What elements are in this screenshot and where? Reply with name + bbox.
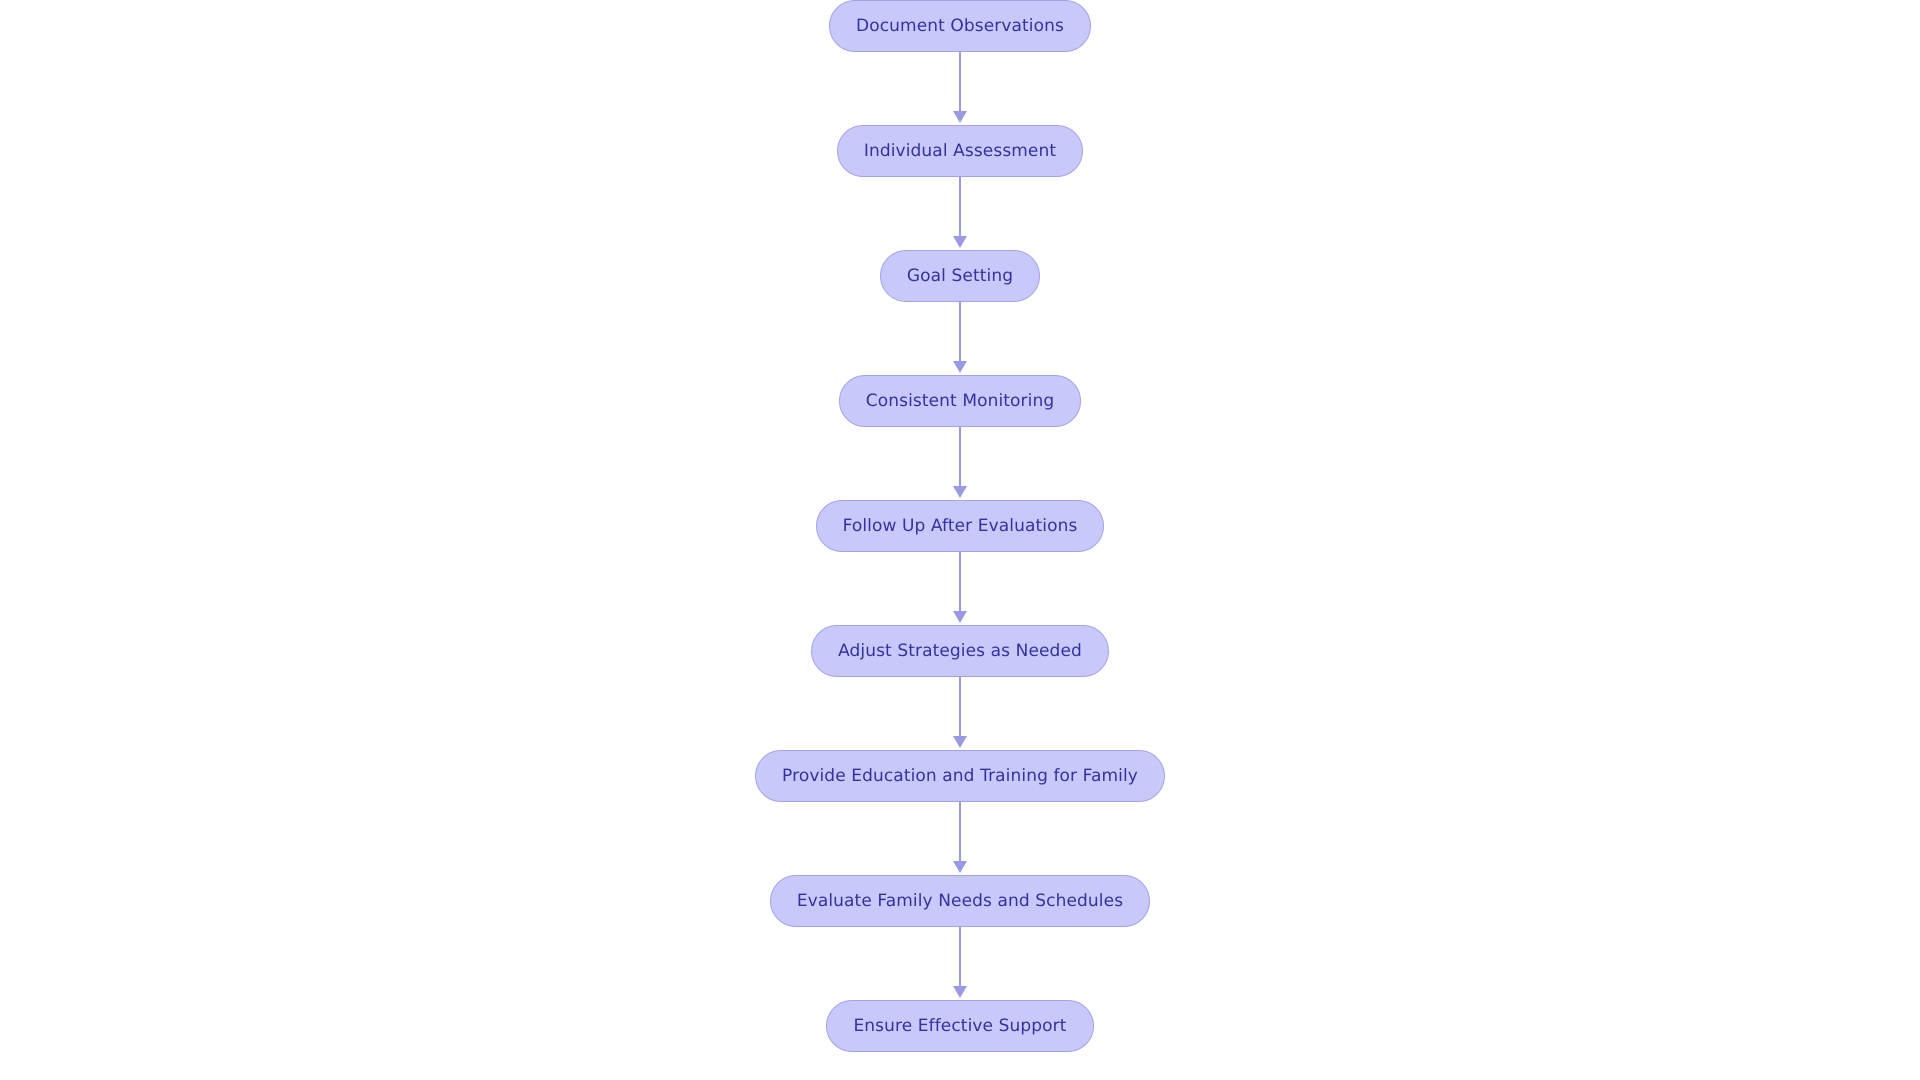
edge-line — [959, 52, 961, 113]
node-label: Follow Up After Evaluations — [842, 515, 1078, 536]
node-adjust-strategies-as-needed[interactable]: Adjust Strategies as Needed — [811, 625, 1109, 677]
flow-step-4: Consistent Monitoring — [838, 375, 1082, 427]
arrow-head-icon — [953, 736, 967, 748]
edge-line — [959, 552, 961, 613]
node-label: Consistent Monitoring — [865, 390, 1055, 411]
edge-follow-up-after-evaluations-to-adjust-strategies-as-needed — [950, 552, 970, 625]
arrow-head-icon — [953, 611, 967, 623]
flow-step-2: Individual Assessment — [836, 125, 1084, 177]
edge-line — [959, 427, 961, 488]
flow-step-7: Provide Education and Training for Famil… — [755, 750, 1165, 802]
node-label: Adjust Strategies as Needed — [838, 640, 1082, 661]
edge-line — [959, 302, 961, 363]
flow-step-8: Evaluate Family Needs and Schedules — [769, 875, 1151, 927]
node-label: Evaluate Family Needs and Schedules — [796, 890, 1124, 911]
node-label: Individual Assessment — [863, 140, 1057, 161]
edge-individual-assessment-to-goal-setting — [950, 177, 970, 250]
edge-evaluate-family-needs-and-schedules-to-ensure-effective-support — [950, 927, 970, 1000]
node-individual-assessment[interactable]: Individual Assessment — [836, 125, 1084, 177]
node-evaluate-family-needs-and-schedules[interactable]: Evaluate Family Needs and Schedules — [769, 875, 1151, 927]
flow-step-6: Adjust Strategies as Needed — [811, 625, 1109, 677]
node-follow-up-after-evaluations[interactable]: Follow Up After Evaluations — [815, 500, 1105, 552]
edge-document-observations-to-individual-assessment — [950, 52, 970, 125]
edge-line — [959, 677, 961, 738]
node-consistent-monitoring[interactable]: Consistent Monitoring — [838, 375, 1082, 427]
edge-provide-education-and-training-for-family-to-evaluate-family-needs-and-schedules — [950, 802, 970, 875]
edge-consistent-monitoring-to-follow-up-after-evaluations — [950, 427, 970, 500]
arrow-head-icon — [953, 486, 967, 498]
flow-step-5: Follow Up After Evaluations — [815, 500, 1105, 552]
arrow-head-icon — [953, 236, 967, 248]
edge-line — [959, 927, 961, 988]
node-label: Goal Setting — [906, 265, 1014, 286]
edge-line — [959, 177, 961, 238]
node-document-observations[interactable]: Document Observations — [829, 0, 1091, 52]
node-label: Provide Education and Training for Famil… — [782, 765, 1138, 786]
arrow-head-icon — [953, 361, 967, 373]
arrow-head-icon — [953, 861, 967, 873]
node-ensure-effective-support[interactable]: Ensure Effective Support — [826, 1000, 1094, 1052]
node-provide-education-and-training-for-family[interactable]: Provide Education and Training for Famil… — [755, 750, 1165, 802]
flow-step-3: Goal Setting — [879, 250, 1041, 302]
edge-goal-setting-to-consistent-monitoring — [950, 302, 970, 375]
arrow-head-icon — [953, 986, 967, 998]
edge-line — [959, 802, 961, 863]
arrow-head-icon — [953, 111, 967, 123]
node-label: Ensure Effective Support — [853, 1015, 1067, 1036]
node-goal-setting[interactable]: Goal Setting — [879, 250, 1041, 302]
node-label: Document Observations — [856, 15, 1064, 36]
flow-step-1: Document Observations — [829, 0, 1091, 52]
edge-adjust-strategies-as-needed-to-provide-education-and-training-for-family — [950, 677, 970, 750]
flow-step-9: Ensure Effective Support — [826, 1000, 1094, 1052]
